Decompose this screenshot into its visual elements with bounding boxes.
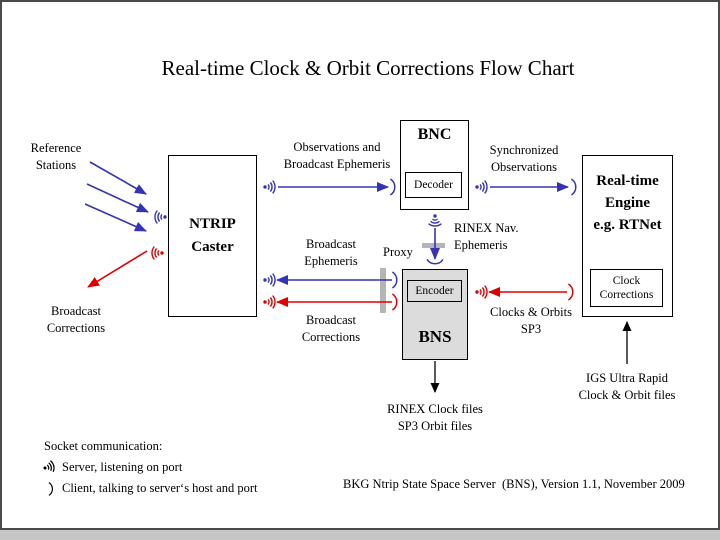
ntrip-caster-box: NTRIP Caster	[168, 155, 257, 317]
wifi-server-icon-caster-left-red	[151, 245, 165, 261]
broadcast-corrections-left-label: Broadcast Corrections	[46, 304, 106, 335]
proxy-bar-vertical	[380, 268, 386, 313]
broadcast-corrections-out-arrow	[87, 250, 148, 288]
reference-stations-label: Reference Stations	[30, 141, 82, 172]
rinex-clock-files-label: RINEX Clock files SP3 Orbit files	[387, 402, 483, 433]
bns-box: Encoder BNS	[402, 269, 468, 360]
wifi-server-icon-caster-corr	[262, 294, 276, 310]
wifi-server-icon-bnc-out	[474, 179, 488, 195]
wifi-server-icon-bns-right	[474, 284, 488, 300]
client-arc-bns-left-blue	[391, 271, 398, 289]
bns-label: BNS	[418, 327, 452, 346]
ref-station-arrow-3	[84, 203, 147, 232]
proxy-label: Proxy	[383, 245, 413, 259]
client-arc-engine-left	[567, 283, 574, 301]
igs-ultra-rapid-label: IGS Ultra Rapid Clock & Orbit files	[578, 371, 676, 402]
synchronized-observations-label: Synchronized Observations	[489, 143, 559, 174]
wifi-server-icon-bnc-bottom	[427, 213, 443, 227]
clock-corrections-label: Clock Corrections	[599, 275, 654, 301]
legend-client-item: Client, talking to server‘s host and por…	[62, 481, 258, 495]
decoder-label: Decoder	[414, 179, 453, 191]
client-arc-bnc-in	[389, 178, 396, 196]
client-arc-bns-left-red	[391, 293, 398, 311]
page-title: Real-time Clock & Orbit Corrections Flow…	[161, 56, 575, 80]
bnc-label: BNC	[417, 126, 452, 143]
proxy-bar-horizontal	[422, 243, 445, 248]
ntrip-caster-label: NTRIP Caster	[189, 216, 236, 255]
wifi-server-icon-caster-obs	[262, 179, 276, 195]
decoder-box: Decoder	[405, 172, 462, 198]
client-arc-bns-top	[426, 258, 444, 265]
bnc-box: BNC Decoder	[400, 120, 469, 210]
broadcast-ephemeris-label: Broadcast Ephemeris	[304, 237, 358, 268]
legend-server-wifi-icon	[41, 459, 56, 475]
wifi-server-icon-caster-left-blue	[154, 209, 168, 225]
legend-heading: Socket communication:	[44, 439, 163, 453]
clock-corrections-box: Clock Corrections	[590, 269, 663, 307]
wifi-server-icon-caster-eph	[262, 272, 276, 288]
realtime-engine-label: Real-time Engine e.g. RTNet	[593, 173, 662, 233]
legend-server-item: Server, listening on port	[62, 460, 183, 474]
footer-caption: BKG Ntrip State Space Server (BNS), Vers…	[343, 477, 685, 491]
ref-station-arrow-1	[89, 161, 147, 195]
realtime-engine-box: Real-time Engine e.g. RTNet Clock Correc…	[582, 155, 673, 317]
rinex-nav-ephemeris-label: RINEX Nav. Ephemeris	[454, 221, 519, 252]
encoder-box: Encoder	[407, 280, 462, 302]
legend-client-arc-icon	[48, 482, 54, 496]
observations-broadcast-ephemeris-label: Observations and Broadcast Ephemeris	[283, 140, 391, 171]
broadcast-corrections-mid-label: Broadcast Corrections	[301, 313, 361, 344]
ref-station-arrow-2	[86, 183, 149, 213]
clocks-orbits-sp3-label: Clocks & Orbits SP3	[490, 305, 572, 336]
client-arc-engine-in	[570, 178, 577, 196]
encoder-label: Encoder	[415, 285, 454, 297]
